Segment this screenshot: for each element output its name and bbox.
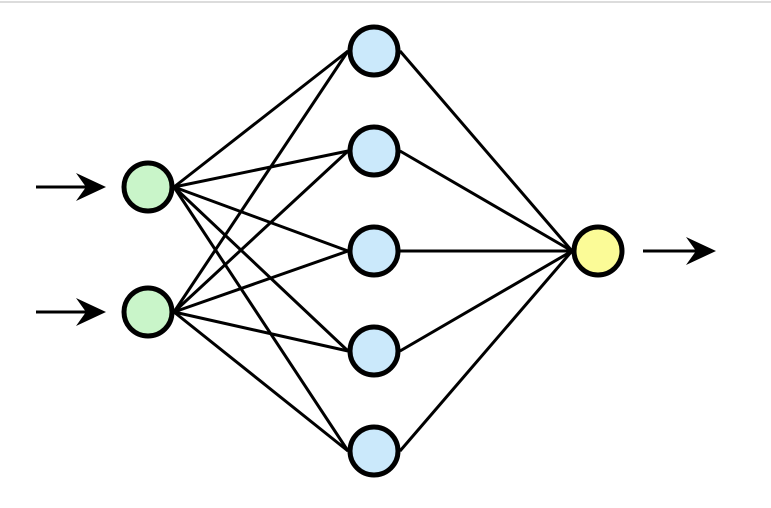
edge-input-1-hidden-2	[173, 149, 349, 189]
edge-hidden-2-output-1	[399, 149, 573, 253]
hidden-5-node	[347, 424, 401, 478]
hidden-1-node	[347, 24, 401, 78]
input-arrow-2-head-icon	[76, 298, 106, 326]
edge-input-2-hidden-4	[173, 310, 349, 353]
input-1-node	[121, 160, 175, 214]
input-arrow-1-head-icon	[76, 173, 106, 201]
output-1-node	[571, 224, 625, 278]
hidden-4-node	[347, 324, 401, 378]
edge-hidden-5-output-1	[398, 250, 574, 452]
edge-input-2-hidden-2	[172, 149, 350, 314]
edge-input-1-hidden-4	[172, 185, 350, 353]
edge-input-2-hidden-3	[173, 249, 349, 314]
edge-input-1-hidden-5	[172, 186, 350, 452]
edge-input-2-hidden-5	[173, 310, 349, 453]
edge-input-2-hidden-1	[172, 50, 350, 313]
output-arrow-head-icon	[686, 237, 716, 265]
edge-input-1-hidden-1	[173, 49, 349, 189]
edge-input-1-hidden-3	[173, 185, 349, 253]
hidden-3-node	[347, 224, 401, 278]
input-2-node	[121, 285, 175, 339]
edge-hidden-1-output-1	[398, 50, 574, 252]
edge-hidden-4-output-1	[399, 249, 573, 353]
hidden-2-node	[347, 124, 401, 178]
